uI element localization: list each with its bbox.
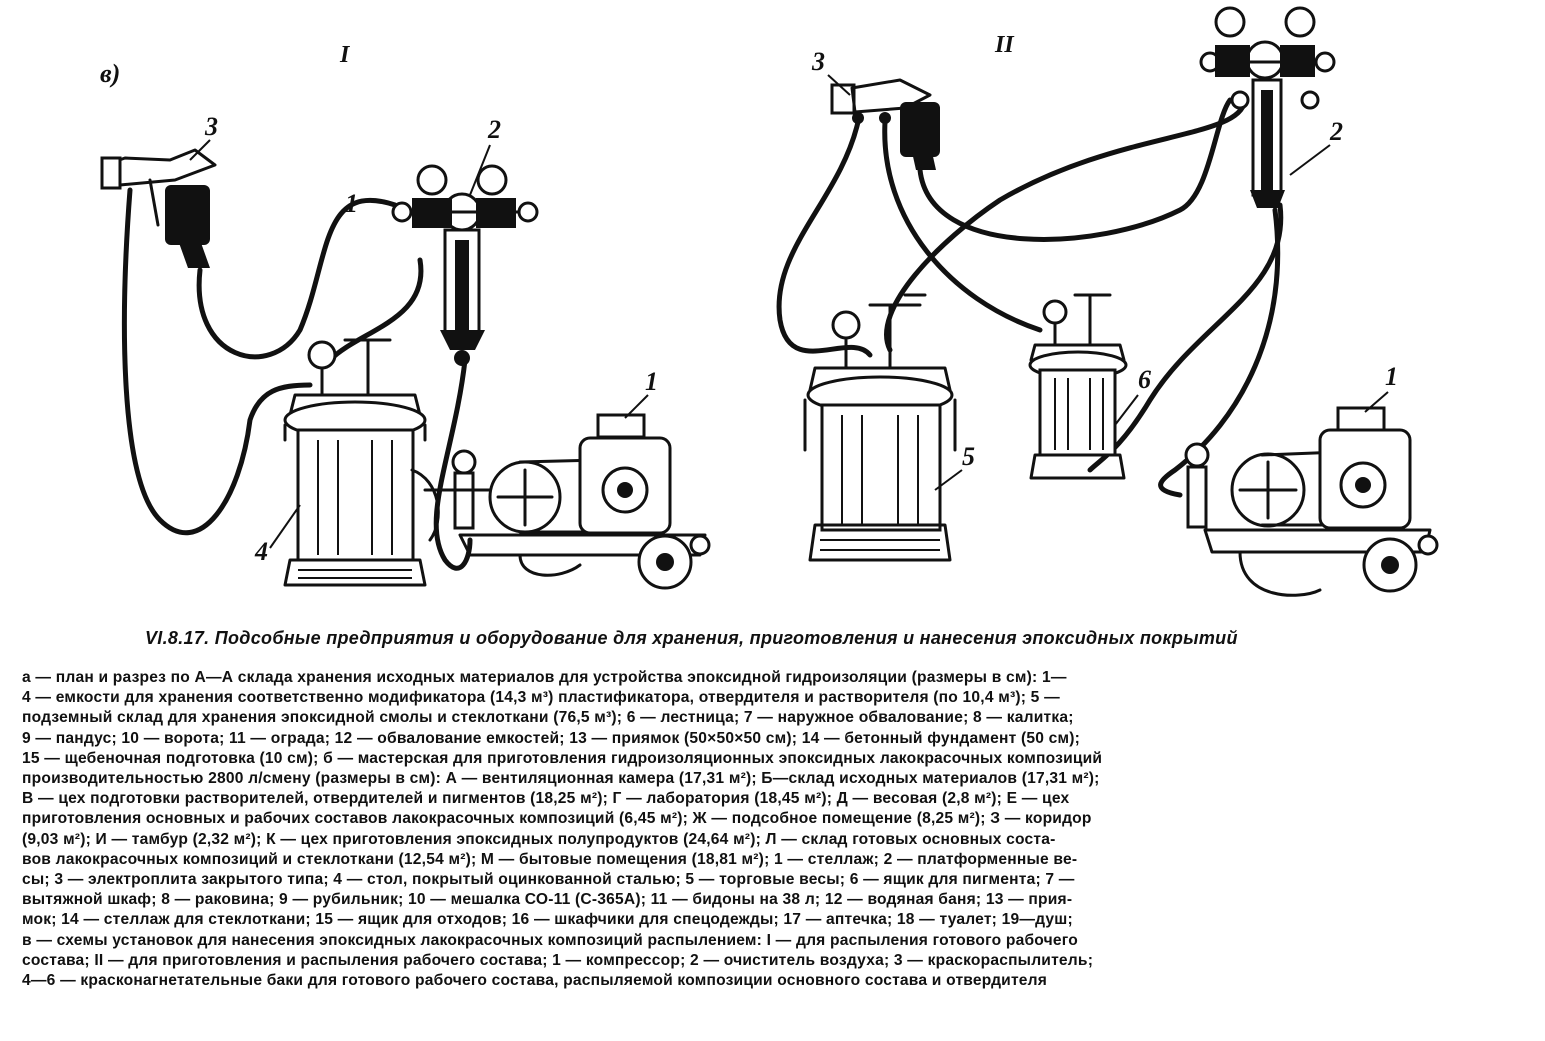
legend-line: состава; II — для приготовления и распыл… <box>22 951 1094 969</box>
legend-line: 4—6 — красконагнетательные баки для гото… <box>22 972 1048 990</box>
label-tank-4: 4 <box>254 537 268 566</box>
hose-cleaner-tank6 <box>1087 202 1284 473</box>
label-cleaner-1: 2 <box>487 115 501 144</box>
scheme-1: в) I 3 1 <box>100 42 711 590</box>
legend-line: подземный склад для хранения эпоксидной … <box>22 709 1074 727</box>
label-compressor-2: 1 <box>1385 362 1398 391</box>
compressor-icon: 1 <box>423 367 711 590</box>
hose-gun-cleaner <box>196 197 398 360</box>
hose-cleaner-tank5 <box>884 97 1248 353</box>
label-tank-6: 6 <box>1138 365 1151 394</box>
pressure-tank-icon: 4 <box>254 338 440 587</box>
legend-line: 15 — щебеночная подготовка (10 см); б — … <box>22 749 1103 767</box>
scheme-1-label: I <box>339 42 351 68</box>
legend-line: а — план и разрез по А—А склада хранения… <box>22 669 1067 686</box>
legend-line: В — цех подготовки растворителей, отверд… <box>22 790 1070 808</box>
scheme-2-label: II <box>994 32 1015 58</box>
hose-gun-tank6 <box>882 119 1043 333</box>
legend-line: вов лакокрасочных композиций и стеклотка… <box>22 850 1078 868</box>
hose-gun-tank5 <box>776 119 873 358</box>
label-compressor-1: 1 <box>645 367 658 396</box>
legend-line: вытяжной шкаф; 8 — раковина; 9 — рубильн… <box>22 891 1073 909</box>
equipment-figure: в) I 3 1 <box>100 6 1439 597</box>
hose-gun-tank <box>121 187 313 536</box>
legend-line: приготовления основных и рабочих составо… <box>22 810 1092 828</box>
panel-letter: в) <box>100 59 120 88</box>
figure-legend: а — план и разрез по А—А склада хранения… <box>22 668 1527 991</box>
air-cleaner-icon: 2 <box>391 115 539 366</box>
figure-caption: VI.8.17. Подсобные предприятия и оборудо… <box>145 628 1238 648</box>
legend-line: в — схемы установок для нанесения эпокси… <box>22 931 1078 949</box>
spray-gun-icon: 3 <box>811 47 940 170</box>
label-hose-1: 1 <box>345 189 358 218</box>
pressure-tank-icon: 6 <box>1028 293 1151 480</box>
spray-gun-icon: 3 <box>100 112 218 268</box>
legend-line: мок; 14 — стеллаж для стеклоткани; 15 — … <box>22 911 1073 929</box>
hose-gun-cleaner <box>917 97 1233 242</box>
legend-line: производительностью 2800 л/смену (размер… <box>22 770 1100 788</box>
compressor-icon: 1 <box>1184 362 1439 597</box>
hose-cleaner-compressor <box>1158 207 1281 498</box>
label-cleaner-2: 2 <box>1329 117 1343 146</box>
pressure-tank-icon: 5 <box>803 293 975 562</box>
label-gun-1: 3 <box>204 112 218 141</box>
air-cleaner-icon: 2 <box>1199 6 1343 208</box>
label-gun-2: 3 <box>811 47 825 76</box>
legend-line: (9,03 м²); И — тамбур (2,32 м²); К — цех… <box>22 830 1056 848</box>
hose-cleaner-compressor <box>433 357 473 571</box>
legend-line: сы; 3 — электроплита закрытого типа; 4 —… <box>22 871 1075 889</box>
legend-line: 4 — емкости для хранения соответственно … <box>22 689 1060 707</box>
hose-cleaner-tank <box>327 257 424 363</box>
legend-line: 9 — пандус; 10 — ворота; 11 — ограда; 12… <box>22 729 1081 747</box>
label-tank-5: 5 <box>962 442 975 471</box>
scheme-2: II 3 <box>776 6 1439 597</box>
